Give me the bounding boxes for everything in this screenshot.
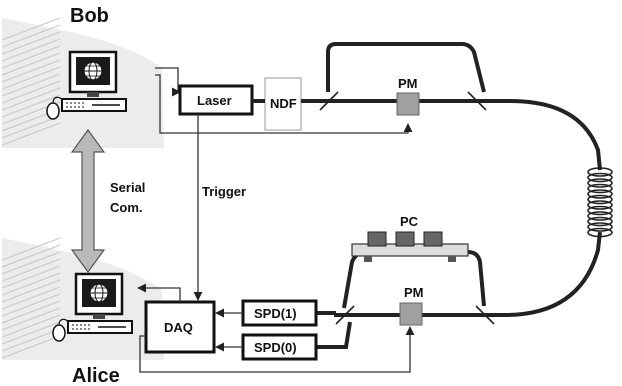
spd1-label: SPD(1): [254, 306, 297, 321]
fiber-spool-link: [509, 99, 602, 171]
pc-device: [351, 231, 469, 262]
alice-label: Alice: [72, 365, 120, 386]
spool-coil: [587, 205, 613, 216]
bob-coupler-right: [467, 91, 487, 111]
spd1-box: [241, 299, 318, 327]
pm-bottom-label: PM: [404, 285, 424, 300]
spd0-fiber: [316, 321, 352, 349]
bob-label: Bob: [70, 5, 109, 27]
trigger-label: Trigger: [202, 184, 246, 199]
ndf-box: [264, 77, 302, 131]
com-label: Com.: [110, 200, 143, 215]
alice-coupler-left: [335, 305, 355, 325]
daq-label: DAQ: [164, 320, 193, 335]
pc-label: PC: [400, 214, 419, 229]
spool-coil: [587, 211, 613, 221]
pm-top-label: PM: [398, 76, 418, 91]
spool-coil: [587, 178, 613, 188]
laser-box: [178, 84, 254, 116]
laser-label: Laser: [197, 93, 232, 108]
daq-box: [144, 300, 216, 354]
alice-coupler-right: [475, 305, 495, 325]
spool-coil: [587, 194, 613, 205]
serial-label: Serial: [110, 180, 145, 195]
spool-coil: [587, 183, 613, 194]
spool-coil: [587, 167, 613, 177]
spool-coil: [587, 200, 613, 210]
bob-fiber-upper-arm: [326, 42, 486, 93]
spool-coil: [587, 172, 613, 183]
bob-pm-wire: [155, 74, 413, 134]
spool-to-alice-fiber: [504, 231, 602, 317]
serial-link-arrow: [70, 128, 106, 274]
spool-coil: [587, 222, 613, 232]
spool-coil: [587, 216, 613, 227]
bob-coupler-left: [319, 91, 339, 111]
ndf-label: NDF: [270, 96, 297, 111]
daq-to-alice: [137, 283, 181, 302]
pm-bottom-box: [399, 302, 423, 326]
alice-pm-wire: [139, 326, 415, 373]
spd0-box: [241, 333, 318, 361]
pm-top-box: [396, 92, 420, 116]
spool-coil: [587, 189, 613, 199]
spd0-label: SPD(0): [254, 340, 297, 355]
fiber-spool: [587, 167, 613, 238]
